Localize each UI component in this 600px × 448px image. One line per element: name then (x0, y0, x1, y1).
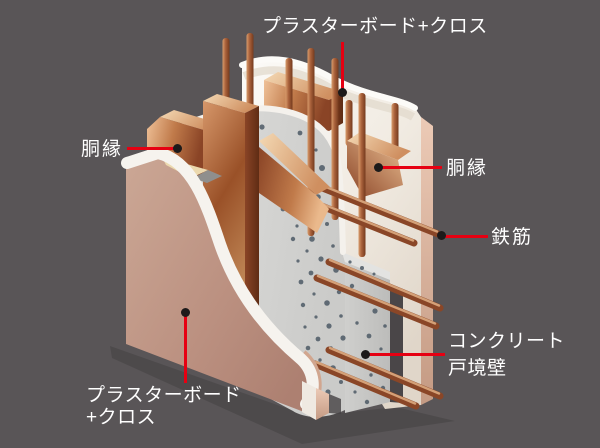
leader-line-furring-left (127, 147, 178, 150)
leader-dot-board-top (338, 88, 347, 97)
leader-dot-concrete (361, 350, 370, 359)
label-concrete-line2: 戸境壁 (448, 358, 507, 379)
label-board-bottom-line2: +クロス (86, 407, 157, 428)
furring-right-arm (259, 147, 329, 233)
plasterboard-front-panel (121, 147, 341, 420)
back-panel-edge (421, 117, 433, 405)
leader-line-rebar (441, 235, 488, 238)
label-board-bottom-line1: プラスターボード (86, 385, 242, 406)
leader-dot-furring-left (173, 144, 182, 153)
label-board-bottom: プラスターボード +クロス (86, 385, 242, 429)
leader-dot-furring-right (374, 163, 383, 172)
leader-line-furring-right (378, 166, 442, 169)
front-panel-cut-edge (121, 147, 319, 410)
ground-shadow (110, 346, 455, 444)
label-furring-right: 胴縁 (446, 158, 489, 179)
label-concrete-line1: コンクリート (448, 331, 566, 352)
horizontal-rebar-rods (295, 183, 444, 410)
leader-dot-rebar (437, 231, 446, 240)
label-rebar: 鉄筋 (491, 227, 534, 248)
label-furring-left: 胴縁 (80, 139, 123, 160)
label-board-top: プラスターボード+クロス (262, 16, 488, 37)
leader-line-board-top (341, 42, 344, 92)
label-concrete-wall: コンクリート 戸境壁 (448, 328, 565, 382)
leader-line-board-bottom (184, 312, 187, 383)
leader-dot-board-bottom (181, 308, 190, 317)
leader-line-concrete (366, 353, 445, 356)
